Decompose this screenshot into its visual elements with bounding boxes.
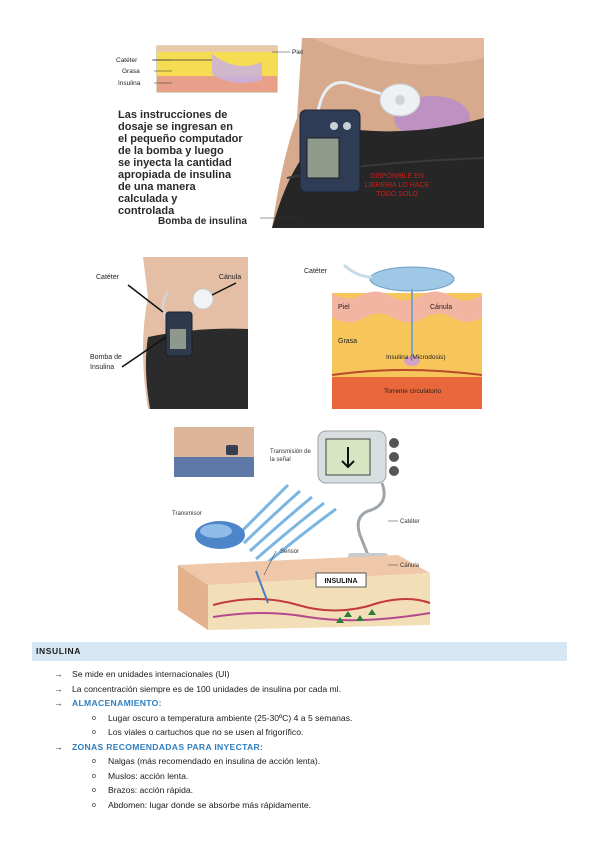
svg-text:Las instrucciones de: Las instrucciones de bbox=[118, 109, 227, 121]
list-item-text: Lugar oscuro a temperatura ambiente (25-… bbox=[108, 712, 353, 723]
label-canula-2b: Cánula bbox=[430, 304, 452, 311]
label-canula-3: Cánula bbox=[400, 563, 420, 569]
svg-text:LIBRERIA LO HACE: LIBRERIA LO HACE bbox=[365, 182, 430, 189]
svg-text:DISPONIBLE EN: DISPONIBLE EN bbox=[370, 173, 424, 180]
label-grasa-2b: Grasa bbox=[338, 338, 357, 345]
label-insulina-2b: Insulina (Microdosis) bbox=[386, 354, 446, 361]
label-insulina: Insulina bbox=[118, 80, 141, 87]
svg-text:TODO SOLO: TODO SOLO bbox=[376, 191, 418, 198]
list-item: o Los viales o cartuchos que no se usen a… bbox=[92, 727, 304, 738]
circle-bullet-icon: o bbox=[92, 729, 96, 736]
label-transmisor: Transmisor bbox=[172, 511, 202, 517]
list-item: o Lugar oscuro a temperatura ambiente (25… bbox=[92, 712, 353, 724]
label-cateter-2b: Catéter bbox=[304, 268, 328, 275]
cgm-pump-figure: INSULINA Transmisión de la señal Transmi… bbox=[168, 425, 433, 630]
label-bomba-2a-line2: Insulina bbox=[90, 364, 114, 371]
svg-text:el pequeño computador: el pequeño computador bbox=[118, 133, 243, 145]
label-cateter-3: Catéter bbox=[400, 519, 420, 525]
label-bomba-2a-line1: Bomba de bbox=[90, 354, 122, 361]
list-item-text: Los viales o cartuchos que no se usen al… bbox=[108, 727, 304, 737]
list-item-text: Nalgas (más recomendado en insulina de a… bbox=[108, 756, 321, 766]
svg-text:dosaje se ingresan en: dosaje se ingresan en bbox=[118, 121, 233, 133]
arrow-bullet-icon: → bbox=[54, 741, 63, 752]
insulin-pump-figure: Catéter Grasa Insulina Piel Las instrucc… bbox=[112, 38, 484, 228]
list-item: → Se mide en unidades internacionales (UI… bbox=[54, 669, 230, 680]
label-grasa: Grasa bbox=[122, 68, 140, 75]
list-item-text: Abdomen: lugar donde se absorbe más rápi… bbox=[108, 799, 312, 810]
label-bomba: Bomba de insulina bbox=[158, 216, 247, 227]
list-item-text: Muslos: acción lenta. bbox=[108, 770, 189, 781]
circle-bullet-icon: o bbox=[92, 714, 96, 722]
watermark: DISPONIBLE EN LIBRERIA LO HACE TODO SOLO bbox=[365, 173, 430, 198]
label-cateter: Catéter bbox=[116, 57, 138, 64]
label-cateter-2a: Catéter bbox=[96, 274, 120, 281]
label-canula-2a: Cánula bbox=[219, 274, 241, 281]
list-item: → La concentración siempre es de 100 unid… bbox=[54, 683, 341, 695]
label-torrente-2b: Torrente circulatorio bbox=[384, 388, 441, 395]
list-item-text: Brazos: acción rápida. bbox=[108, 785, 194, 795]
circle-bullet-icon: o bbox=[92, 787, 96, 794]
insulina-box-label: INSULINA bbox=[324, 578, 357, 585]
arrow-bullet-icon: → bbox=[54, 669, 63, 679]
list-subheading: ZONAS RECOMENDADAS PARA INYECTAR: bbox=[72, 741, 264, 752]
label-piel: Piel bbox=[292, 49, 303, 56]
list-item: o Nalgas (más recomendado en insulina de … bbox=[92, 756, 321, 767]
arrow-bullet-icon: → bbox=[54, 683, 63, 694]
list-subheading: ALMACENAMIENTO: bbox=[72, 698, 162, 708]
svg-text:apropiada de insulina: apropiada de insulina bbox=[118, 169, 232, 181]
svg-text:controlada: controlada bbox=[118, 205, 175, 217]
circle-bullet-icon: o bbox=[92, 772, 96, 780]
svg-text:de la bomba y luego: de la bomba y luego bbox=[118, 145, 224, 157]
list-item-text: Se mide en unidades internacionales (UI) bbox=[72, 669, 230, 679]
list-item: o Brazos: acción rápida. bbox=[92, 785, 194, 796]
skin-layers-figure: Catéter Piel Cánula Grasa Insulina (Micr… bbox=[302, 257, 482, 409]
circle-bullet-icon: o bbox=[92, 758, 96, 765]
label-transmision-line2: la señal bbox=[270, 457, 291, 463]
figure1-caption: Las instrucciones de dosaje se ingresan … bbox=[118, 109, 243, 217]
pump-body-figure: Catéter Cánula Bomba de Insulina bbox=[88, 257, 248, 409]
arrow-bullet-icon: → bbox=[54, 698, 63, 708]
list-item: → ZONAS RECOMENDADAS PARA INYECTAR: bbox=[54, 741, 264, 753]
list-item: o Muslos: acción lenta. bbox=[92, 770, 189, 782]
circle-bullet-icon: o bbox=[92, 801, 96, 809]
svg-text:de una manera: de una manera bbox=[118, 181, 197, 193]
svg-text:se inyecta la cantidad: se inyecta la cantidad bbox=[118, 157, 232, 169]
svg-text:calculada y: calculada y bbox=[118, 193, 178, 205]
list-item: o Abdomen: lugar donde se absorbe más ráp… bbox=[92, 799, 312, 811]
list-item-text: La concentración siempre es de 100 unida… bbox=[72, 683, 341, 694]
list-item: → ALMACENAMIENTO: bbox=[54, 698, 162, 709]
section-title: INSULINA bbox=[32, 642, 567, 661]
label-piel-2b: Piel bbox=[338, 304, 350, 311]
label-transmision-line1: Transmisión de bbox=[270, 449, 311, 455]
label-sensor: Sensor bbox=[280, 549, 299, 555]
